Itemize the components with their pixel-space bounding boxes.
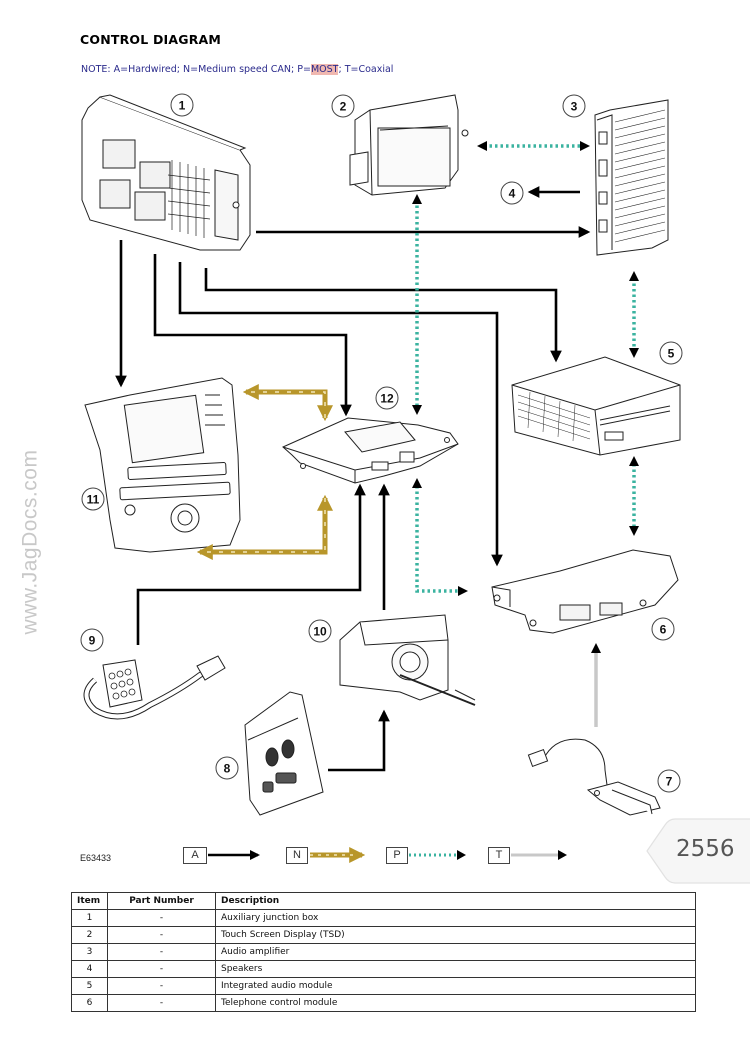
svg-text:12: 12 — [380, 392, 394, 406]
table-row: 4-Speakers — [71, 960, 696, 978]
note-prefix: NOTE: A=Hardwired; N=Medium speed CAN; P… — [81, 64, 311, 75]
cell-part: - — [107, 909, 216, 927]
cell-part: - — [107, 960, 216, 978]
component-clockspring — [339, 614, 476, 706]
header-part-number: Part Number — [107, 892, 216, 910]
header-description: Description — [215, 892, 696, 910]
link-9-to-12 — [136, 483, 366, 645]
svg-text:5: 5 — [668, 347, 675, 361]
callout-9: 9 — [80, 628, 104, 652]
cell-part: - — [107, 926, 216, 944]
legend-arrows — [208, 846, 567, 864]
svg-text:1: 1 — [179, 99, 186, 113]
cell-part: - — [107, 994, 216, 1012]
cell-desc: Integrated audio module — [215, 977, 696, 995]
can-link-11-to-12-bottom — [196, 494, 334, 561]
component-telephone-control-module — [491, 549, 679, 634]
can-links — [196, 383, 334, 561]
callout-8: 8 — [215, 756, 239, 780]
page-number-badge — [646, 818, 750, 884]
callout-7: 7 — [657, 769, 681, 793]
table-row: 1-Auxiliary junction box — [71, 909, 696, 927]
cell-item: 2 — [71, 926, 108, 944]
cell-item: 3 — [71, 943, 108, 961]
note-highlight: MOST — [310, 64, 339, 75]
component-module-12 — [282, 417, 459, 484]
diagram-note: NOTE: A=Hardwired; N=Medium speed CAN; P… — [81, 64, 393, 75]
callout-4: 4 — [500, 181, 524, 205]
table-row: 6-Telephone control module — [71, 994, 696, 1012]
callout-2: 2 — [331, 94, 355, 118]
component-steering-switch — [244, 691, 324, 816]
cell-item: 5 — [71, 977, 108, 995]
callout-10: 10 — [308, 619, 332, 643]
table-row: 5-Integrated audio module — [71, 977, 696, 995]
svg-text:10: 10 — [313, 625, 327, 639]
cell-desc: Speakers — [215, 960, 696, 978]
component-audio-amplifier — [594, 99, 669, 256]
svg-text:4: 4 — [509, 187, 516, 201]
callout-5: 5 — [659, 341, 683, 365]
cell-item: 1 — [71, 909, 108, 927]
cell-desc: Touch Screen Display (TSD) — [215, 926, 696, 944]
svg-text:6: 6 — [660, 623, 667, 637]
svg-text:11: 11 — [87, 493, 100, 507]
component-integrated-audio-module — [511, 356, 681, 456]
svg-text:3: 3 — [571, 100, 578, 114]
cell-desc: Auxiliary junction box — [215, 909, 696, 927]
callout-11: 11 — [81, 487, 105, 511]
most-arrowheads — [412, 141, 639, 596]
table-row: 2-Touch Screen Display (TSD) — [71, 926, 696, 944]
note-suffix: ; T=Coaxial — [338, 64, 394, 75]
table-header-row: Item Part Number Description — [71, 892, 696, 910]
callout-3: 3 — [562, 94, 586, 118]
hardwired-links — [115, 186, 591, 772]
most-links — [415, 144, 636, 593]
link-1-to-6 — [178, 262, 503, 567]
most-link-12-to-6 — [415, 486, 460, 593]
component-control-panel — [84, 377, 241, 553]
link-1-to-5 — [204, 268, 562, 363]
figure-id: E63433 — [80, 853, 112, 863]
cell-part: - — [107, 943, 216, 961]
cell-desc: Telephone control module — [215, 994, 696, 1012]
link-8-to-10 — [328, 709, 390, 772]
svg-text:2: 2 — [340, 100, 347, 114]
table-row: 3-Audio amplifier — [71, 943, 696, 961]
legend-key-a: A — [183, 847, 207, 864]
svg-text:9: 9 — [89, 634, 96, 648]
parts-table: Item Part Number Description 1-Auxiliary… — [71, 892, 696, 1012]
callout-12: 12 — [375, 386, 399, 410]
can-link-11-to-12-top — [242, 383, 334, 422]
component-antenna — [527, 738, 661, 816]
legend-key-t: T — [488, 847, 510, 864]
coaxial-links — [591, 643, 601, 727]
legend-key-p: P — [386, 847, 408, 864]
page-title: CONTROL DIAGRAM — [80, 32, 222, 47]
page-number: 2556 — [676, 836, 735, 862]
callout-6: 6 — [651, 617, 675, 641]
component-connector — [83, 655, 226, 720]
cell-desc: Audio amplifier — [215, 943, 696, 961]
cell-item: 6 — [71, 994, 108, 1012]
legend-key-n: N — [286, 847, 308, 864]
component-touch-screen-display — [349, 94, 469, 196]
callouts: 1 2 3 4 5 6 7 8 9 10 11 12 — [80, 93, 683, 793]
svg-text:7: 7 — [666, 775, 673, 789]
callout-1: 1 — [170, 93, 194, 117]
cell-item: 4 — [71, 960, 108, 978]
component-auxiliary-junction-box — [81, 94, 251, 251]
svg-text:8: 8 — [224, 762, 231, 776]
cell-part: - — [107, 977, 216, 995]
link-1-to-12 — [153, 254, 352, 417]
header-item: Item — [71, 892, 108, 910]
